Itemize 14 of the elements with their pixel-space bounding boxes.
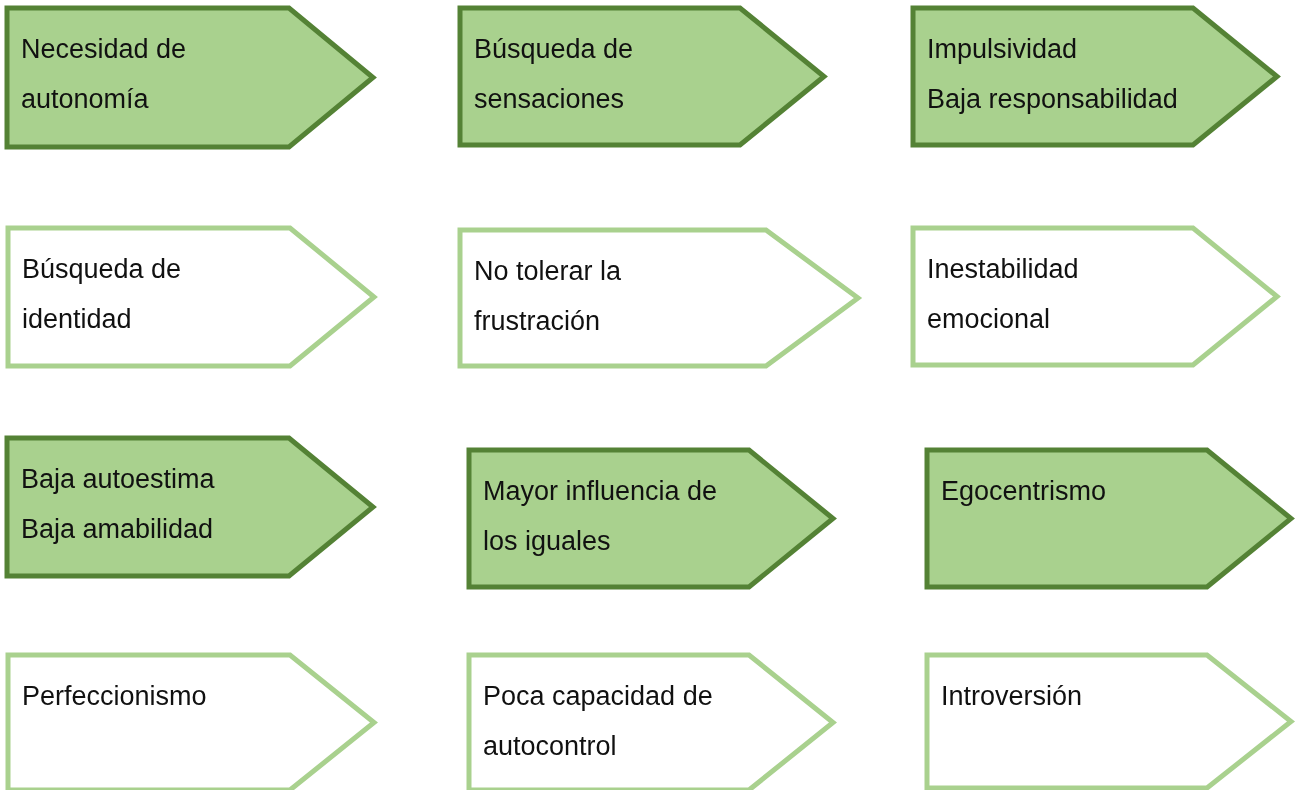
node-text: Impulsividad (927, 33, 1079, 66)
node-text: Búsqueda de sensaciones (474, 33, 635, 116)
node-text: Perfeccionismo (22, 680, 208, 713)
node-text: Baja amabilidad (21, 513, 215, 546)
node-text: Baja autoestima (21, 463, 216, 496)
node-text: Poca capacidad de autocontrol (483, 680, 714, 763)
node-text: Inestabilidad emocional (927, 253, 1080, 336)
node-text: Baja responsabilidad (927, 83, 1179, 116)
node-text: Egocentrismo (941, 475, 1108, 508)
node-text: No tolerar la frustración (474, 255, 623, 338)
node-text: Mayor influencia de los iguales (483, 475, 719, 558)
node-text: Introversión (941, 680, 1084, 713)
node-text: Búsqueda de identidad (22, 253, 183, 336)
node-text: Necesidad de autonomía (21, 33, 188, 116)
